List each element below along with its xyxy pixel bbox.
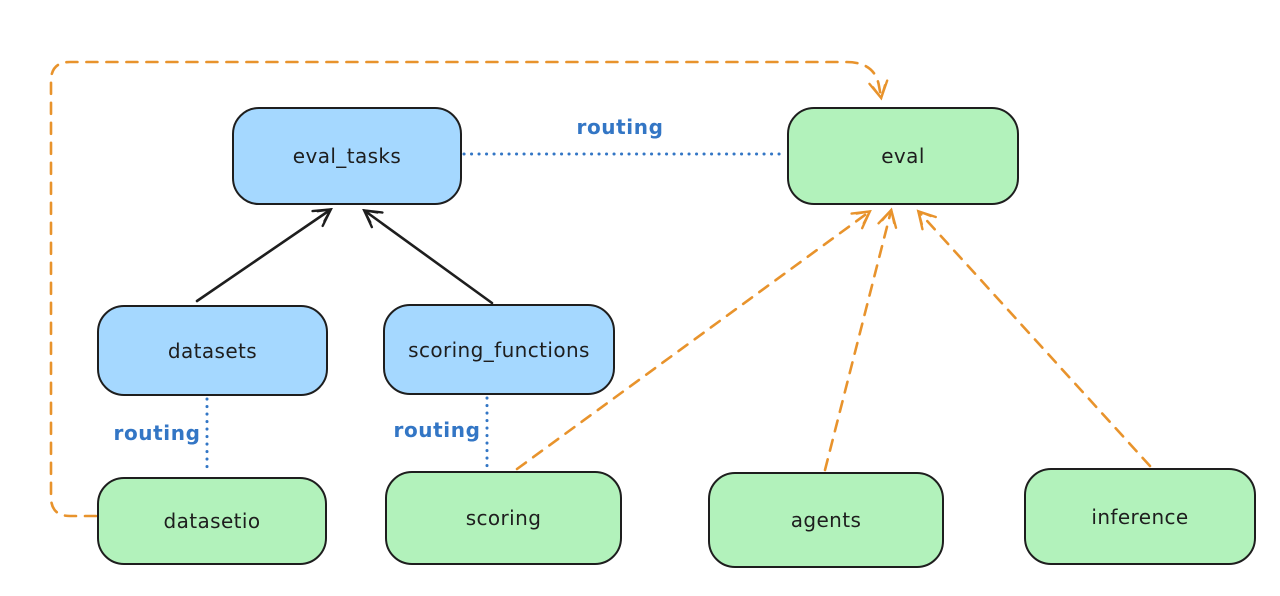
routing-label-scoring-functions-scoring: routing (393, 418, 481, 442)
node-inference-label: inference (1091, 504, 1189, 529)
node-eval-tasks: eval_tasks (232, 107, 462, 205)
node-datasetio: datasetio (97, 477, 327, 565)
edge-scoring-functions-to-eval-tasks (362, 208, 494, 305)
node-scoring-functions-label: scoring_functions (408, 337, 590, 362)
node-eval: eval (787, 107, 1019, 205)
routing-label-eval-tasks-eval: routing (576, 115, 664, 139)
edge-datasetio-to-eval-loop (49, 60, 889, 518)
edge-datasets-to-eval-tasks (195, 208, 333, 303)
node-datasetio-label: datasetio (163, 509, 261, 533)
node-agents: agents (708, 472, 944, 568)
edge-agents-to-eval (823, 207, 898, 472)
edge-scoring-to-eval (515, 209, 872, 471)
edge-inference-to-eval (916, 209, 1152, 468)
node-scoring-label: scoring (465, 506, 542, 530)
node-eval-label: eval (881, 144, 925, 168)
routing-label-datasets-datasetio: routing (113, 421, 201, 445)
node-scoring-functions: scoring_functions (383, 304, 615, 395)
node-scoring: scoring (385, 471, 622, 565)
node-inference: inference (1024, 468, 1256, 565)
node-eval-tasks-label: eval_tasks (292, 144, 402, 168)
node-agents-label: agents (790, 508, 862, 532)
node-datasets-label: datasets (167, 338, 258, 363)
node-datasets: datasets (97, 305, 328, 396)
